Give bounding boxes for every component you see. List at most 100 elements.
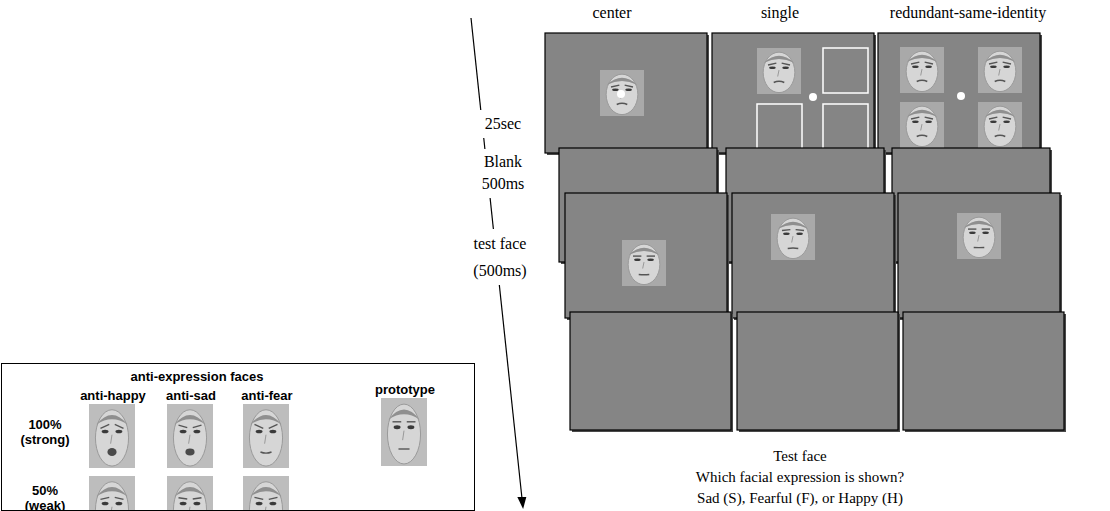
eye <box>115 430 122 434</box>
face-image <box>757 48 801 94</box>
hair <box>764 56 794 63</box>
eyebrow <box>255 424 264 428</box>
caption-text: Which facial expression is shown? <box>620 468 980 486</box>
hair <box>964 221 994 228</box>
prototype-label: prototype <box>365 382 445 397</box>
timeline-line <box>484 138 485 149</box>
eye <box>634 258 641 261</box>
column-header: anti-fear <box>227 388 307 403</box>
column-header: redundant-same-identity <box>858 4 1078 22</box>
hair <box>907 110 937 117</box>
mouth <box>107 448 116 456</box>
eye <box>394 425 401 429</box>
timeline-label: 25sec <box>473 115 533 133</box>
eye <box>647 258 654 261</box>
face-background <box>771 214 815 260</box>
row-label: 50% (weak) <box>14 483 76 511</box>
nose <box>999 69 1000 75</box>
hair <box>174 415 205 425</box>
eyebrow <box>625 85 633 87</box>
eye <box>1003 65 1010 68</box>
face-oval <box>249 410 282 466</box>
face-background <box>243 404 289 468</box>
screen-frame <box>570 312 731 430</box>
eye <box>407 425 414 429</box>
hair <box>96 487 127 497</box>
face-image <box>89 404 135 468</box>
eyebrow <box>911 62 919 64</box>
eyebrow <box>101 497 110 499</box>
eyebrow <box>782 63 790 65</box>
panel-title: anti-expression faces <box>47 369 347 384</box>
placeholder-square <box>757 104 802 149</box>
nose <box>643 262 644 268</box>
eyebrow <box>925 117 933 119</box>
hair <box>985 55 1015 62</box>
eyebrow <box>768 63 776 65</box>
fixation-dot <box>809 93 817 101</box>
eye <box>796 232 803 235</box>
eyebrow <box>611 85 619 87</box>
face-background <box>167 404 213 468</box>
eyebrow <box>796 229 804 231</box>
eyebrow <box>393 421 402 422</box>
timeline-line <box>471 18 481 110</box>
column-header: single <box>720 4 840 22</box>
nose <box>111 435 112 444</box>
eyebrow <box>925 62 933 64</box>
nose <box>189 435 190 444</box>
face-background <box>900 47 944 93</box>
eye <box>115 502 122 506</box>
face-oval <box>95 482 128 511</box>
face-background <box>957 213 1001 259</box>
eyebrow <box>1003 62 1011 64</box>
eyebrow <box>982 228 990 229</box>
mouth <box>788 247 799 249</box>
face-image <box>771 214 815 260</box>
eyebrow <box>782 229 790 231</box>
face-image <box>900 102 944 148</box>
hair <box>96 415 127 425</box>
mouth <box>974 247 985 249</box>
face-oval <box>984 51 1016 91</box>
screen-frame <box>712 33 874 153</box>
face-background <box>89 476 135 511</box>
mouth <box>398 448 409 449</box>
screen-frame <box>565 193 727 318</box>
face-image <box>978 102 1022 148</box>
nose <box>778 70 779 76</box>
mouth <box>639 274 650 276</box>
timeline-line <box>490 198 493 229</box>
face-image <box>978 47 1022 93</box>
column-header: anti-sad <box>151 388 231 403</box>
face-image <box>381 398 427 466</box>
face-oval <box>249 482 282 511</box>
fixation-dot <box>617 90 625 98</box>
placeholder-square <box>823 104 868 149</box>
eye <box>256 430 263 434</box>
timeline-label: test face (500ms) <box>464 230 536 284</box>
nose <box>792 236 793 242</box>
row-label: 100% (strong) <box>14 417 76 447</box>
eyebrow <box>989 62 997 64</box>
eye <box>269 430 276 434</box>
eyebrow <box>179 498 188 499</box>
face-background <box>622 240 666 286</box>
face-oval <box>606 74 638 114</box>
eye <box>912 65 919 68</box>
eye <box>912 120 919 123</box>
nose <box>265 435 266 444</box>
nose <box>403 431 404 441</box>
face-oval <box>95 410 128 466</box>
eyebrow <box>255 497 264 499</box>
nose <box>921 69 922 75</box>
eye <box>982 231 989 234</box>
hair <box>607 78 637 85</box>
eyebrow <box>989 117 997 119</box>
face-background <box>381 398 427 466</box>
face-image <box>89 476 135 511</box>
panel-box: anti-expression facesanti-happyanti-sada… <box>1 363 475 511</box>
caption-text: Test face <box>620 447 980 465</box>
face-background <box>978 102 1022 148</box>
